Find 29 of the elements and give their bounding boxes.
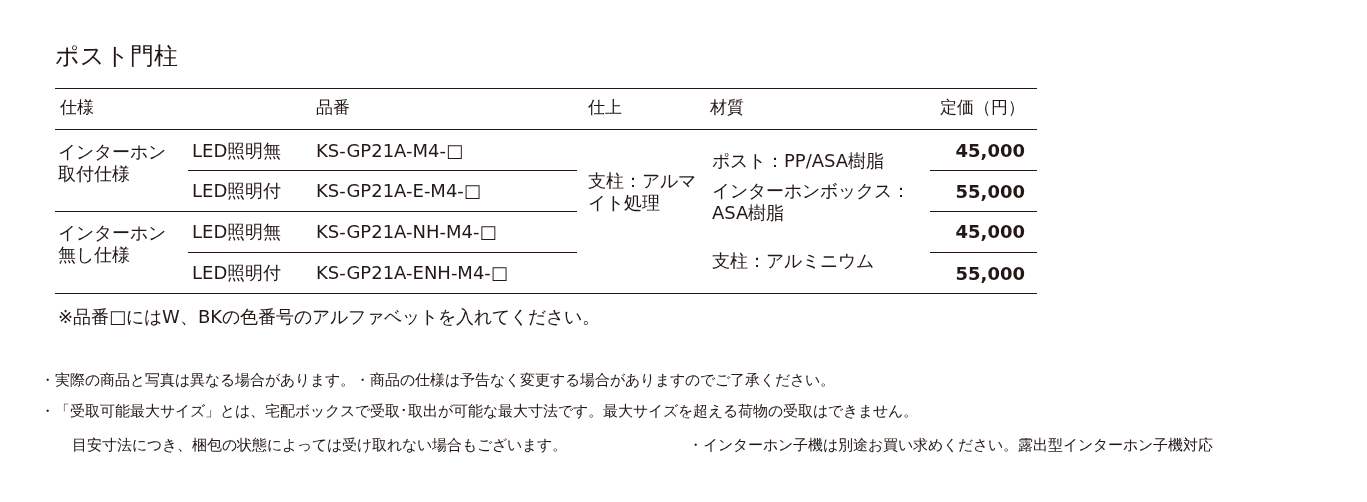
- table-cell: KS-GP21A-ENH-M4-□: [316, 262, 508, 284]
- table-title: ポスト門柱: [55, 42, 178, 71]
- note-text: ・インターホン子機は別途お買い求めください。露出型インターホン子機対応: [688, 436, 1213, 454]
- table-cell: LED照明付: [192, 180, 282, 202]
- price-cell: 55,000: [955, 263, 1025, 285]
- table-cell-text: インターホン無し仕様: [58, 222, 167, 266]
- price-cell: 45,000: [955, 140, 1025, 162]
- table-cell-text: インターホンボックス：ASA樹脂: [712, 180, 911, 224]
- table-cell-text: インターホン取付仕様: [58, 141, 167, 185]
- note-text: ・実際の商品と写真は異なる場合があります。・商品の仕様は予告なく変更する場合がありますのでご了承ください。: [40, 371, 835, 389]
- price-cell: 55,000: [955, 181, 1025, 203]
- column-header: 定価（円）: [940, 97, 1025, 118]
- table-cell: 支柱：アルミニウム: [712, 250, 874, 272]
- table-cell: LED照明付: [192, 262, 282, 284]
- column-header: 材質: [710, 97, 744, 118]
- note-text: ・「受取可能最大サイズ」とは、宅配ボックスで受取･取出が可能な最大寸法です。最大サイズを超える荷物の受取はできません。: [40, 402, 918, 420]
- table-cell: KS-GP21A-NH-M4-□: [316, 221, 497, 243]
- price-cell: 45,000: [955, 221, 1025, 243]
- table-cell: LED照明無: [192, 140, 282, 162]
- column-header: 仕上: [588, 97, 622, 118]
- table-cell: ポスト：PP/ASA樹脂: [712, 150, 885, 172]
- column-header: 品番: [316, 97, 350, 118]
- column-header: 仕様: [60, 97, 94, 118]
- table-cell: KS-GP21A-E-M4-□: [316, 180, 481, 202]
- table-cell: LED照明無: [192, 221, 282, 243]
- table-cell: KS-GP21A-M4-□: [316, 140, 463, 162]
- table-cell-text: 支柱：アルマイト処理: [588, 170, 697, 214]
- note-text: ※品番□にはW、BKの色番号のアルファベットを入れてください。: [58, 306, 601, 328]
- note-text: 目安寸法につき、梱包の状態によっては受け取れない場合もございます。: [72, 436, 567, 454]
